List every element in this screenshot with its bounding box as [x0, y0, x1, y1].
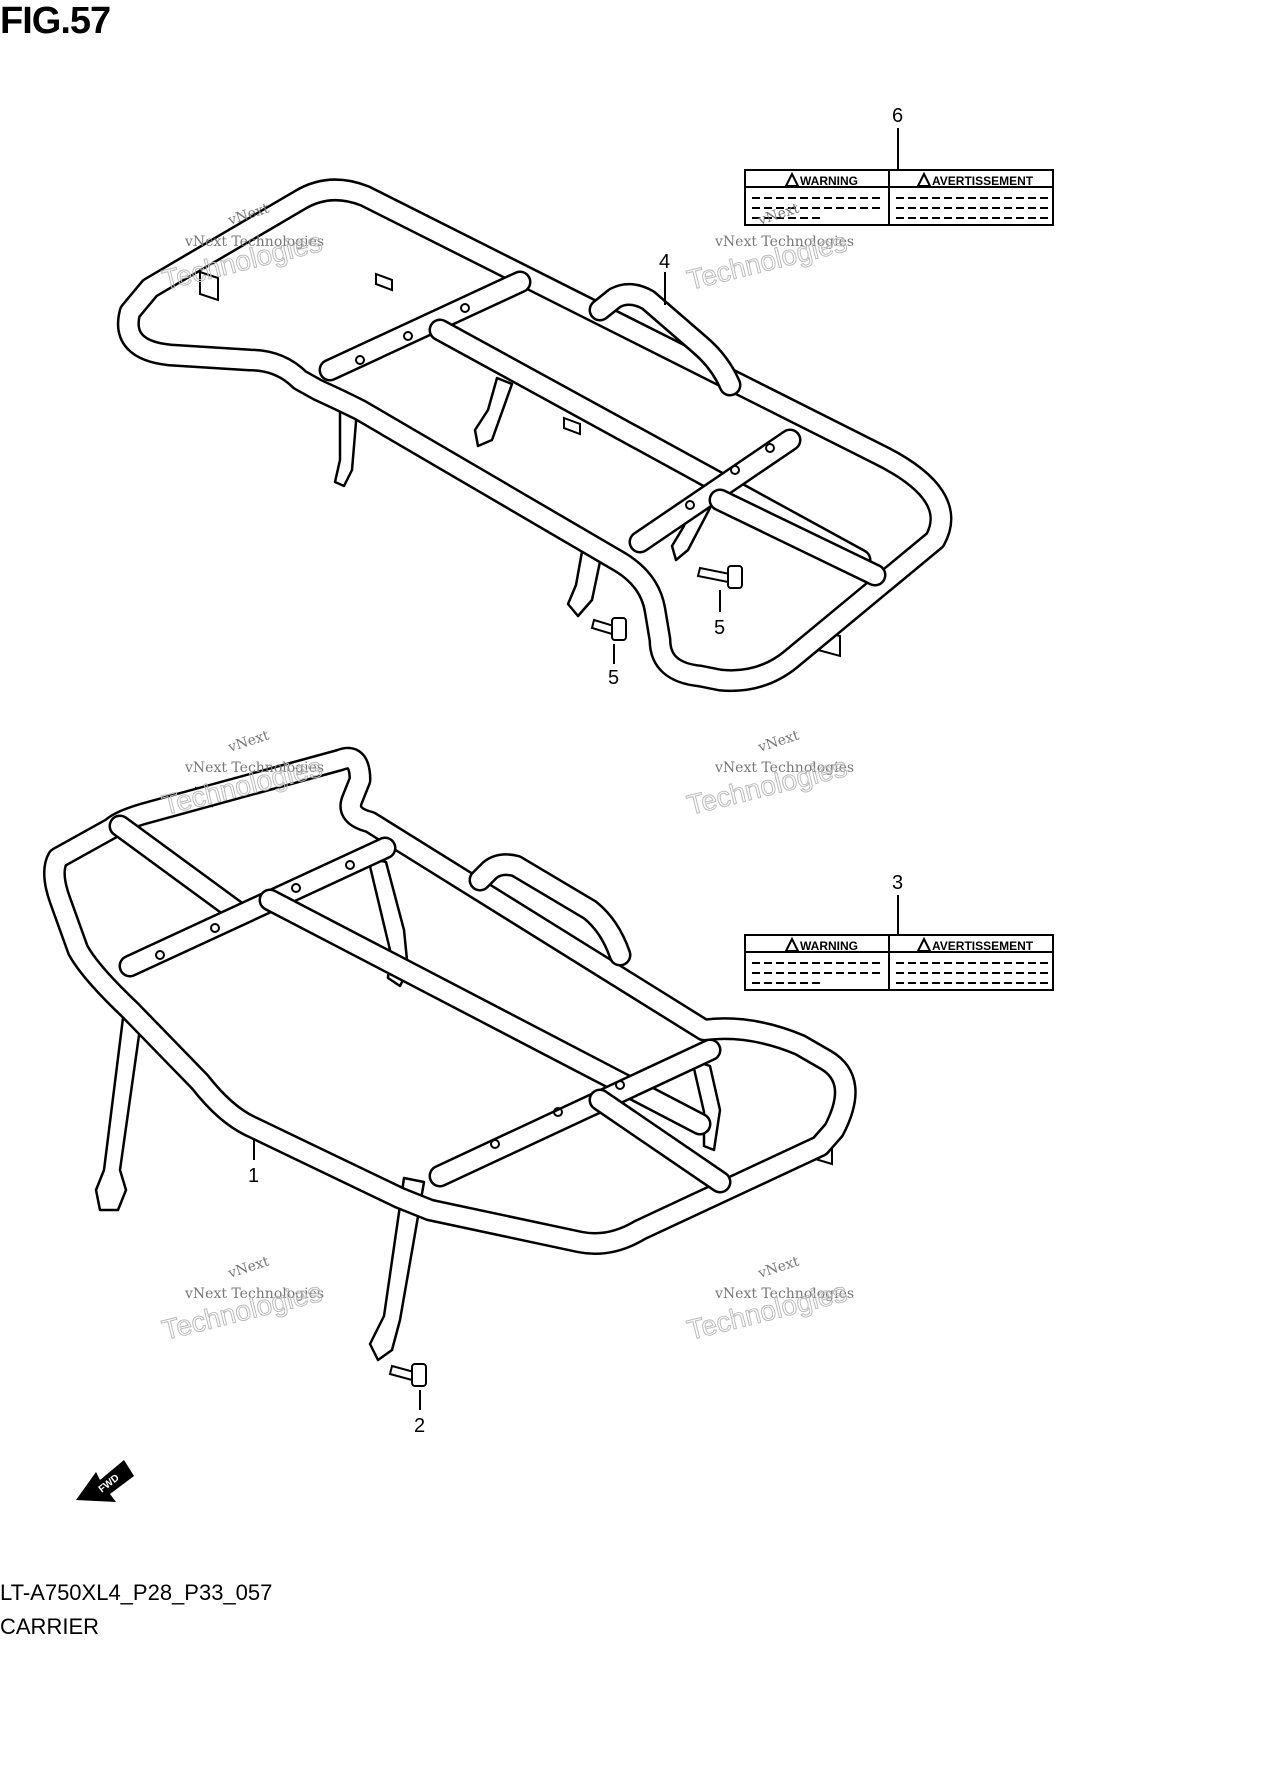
- bolt-2: [388, 1363, 427, 1387]
- svg-text:vNext: vNext: [755, 728, 801, 757]
- svg-text:vNext Technologies: vNext Technologies: [184, 1286, 324, 1302]
- svg-text:vNext: vNext: [755, 1254, 801, 1283]
- svg-text:vNext Technologies: vNext Technologies: [714, 1286, 854, 1302]
- svg-text:vNext: vNext: [225, 1254, 271, 1283]
- rear-carrier-leg: [690, 1058, 722, 1152]
- callout-4: 4: [659, 251, 670, 273]
- rear-carrier-leg: [94, 1008, 144, 1212]
- model-code: LT-A750XL4_P28_P33_057: [0, 1580, 273, 1605]
- watermark: vNext vNext Technologies Technologies: [158, 1254, 325, 1347]
- warning-triangle-icon: [784, 171, 800, 187]
- front-carrier-leg: [473, 376, 514, 448]
- watermark: vNext vNext Technologies Technologies: [683, 1254, 854, 1347]
- warning-triangle-icon: [916, 171, 932, 187]
- figure-title: FIG.57: [0, 0, 111, 42]
- watermark: vNext vNext Technologies Technologies: [683, 728, 854, 822]
- section-name: CARRIER: [0, 1614, 100, 1639]
- warning-label-3: WARNING AVERTISSEMENT: [744, 895, 1054, 991]
- bolt-5: [590, 617, 627, 641]
- warning-triangle-icon: [916, 936, 932, 952]
- fwd-arrow-icon: FWD: [76, 1460, 134, 1502]
- callout-5a: 5: [714, 617, 725, 639]
- svg-text:vNext Technologies: vNext Technologies: [714, 760, 854, 776]
- callout-6: 6: [892, 105, 903, 127]
- watermark: vNext vNext Technologies Technologies: [158, 728, 325, 822]
- warning-text-en: WARNING: [800, 939, 858, 953]
- watermark: vNext vNext Technologies Technologies: [158, 201, 325, 297]
- callout-5b: 5: [608, 667, 619, 689]
- warning-label-6: WARNING AVERTISSEMENT: [744, 128, 1054, 226]
- callout-1: 1: [248, 1165, 259, 1187]
- svg-text:vNext Technologies: vNext Technologies: [184, 234, 324, 250]
- warning-text-fr: AVERTISSEMENT: [932, 174, 1034, 188]
- svg-text:vNext Technologies: vNext Technologies: [714, 234, 854, 250]
- front-carrier-drawing: [117, 178, 953, 693]
- warning-text-en: WARNING: [800, 174, 858, 188]
- callout-3: 3: [892, 872, 903, 894]
- svg-text:vNext: vNext: [225, 728, 271, 757]
- bolt-5: [696, 565, 743, 589]
- warning-text-fr: AVERTISSEMENT: [932, 939, 1034, 953]
- warning-triangle-icon: [784, 936, 800, 952]
- svg-text:vNext Technologies: vNext Technologies: [184, 760, 324, 776]
- rear-carrier-drawing: [43, 746, 857, 1410]
- callout-2: 2: [414, 1415, 425, 1437]
